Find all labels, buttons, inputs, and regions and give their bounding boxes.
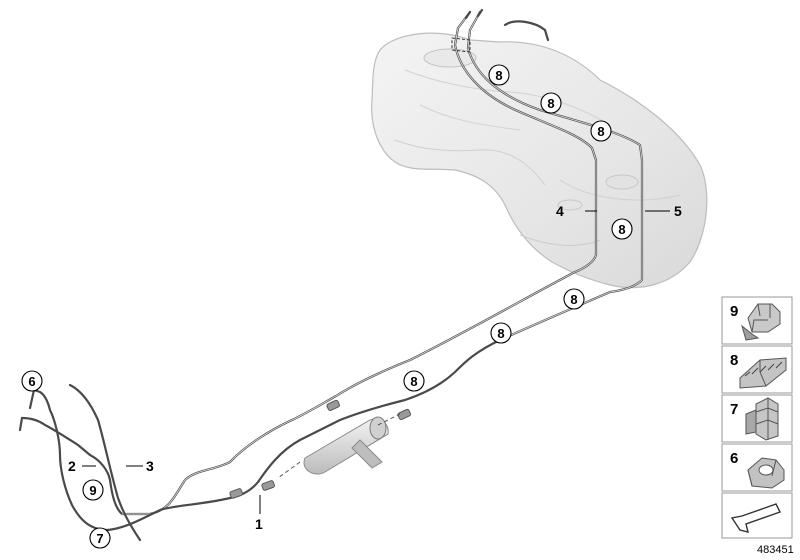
clip-marker-8: 8 (403, 370, 425, 392)
callout-1: 1 (255, 516, 263, 532)
legend-item-9[interactable]: 9 (721, 296, 793, 345)
svg-text:8: 8 (497, 326, 504, 341)
legend-arrow-box (721, 492, 793, 539)
clip-marker-9: 9 (82, 479, 104, 501)
svg-text:8: 8 (618, 222, 625, 237)
fuel-pipes (18, 8, 644, 542)
fuel-filter (277, 413, 401, 479)
svg-text:9: 9 (89, 483, 96, 498)
svg-text:9: 9 (730, 303, 738, 320)
callout-5: 5 (674, 203, 682, 219)
clip-marker-8: 8 (490, 322, 512, 344)
legend-item-8[interactable]: 8 (721, 345, 793, 394)
svg-text:8: 8 (410, 374, 417, 389)
svg-text:8: 8 (547, 96, 554, 111)
part-callouts: 4 5 2 3 1 (68, 203, 682, 532)
svg-text:7: 7 (96, 531, 103, 546)
svg-text:6: 6 (28, 374, 35, 389)
fuel-tank (371, 32, 708, 289)
svg-text:8: 8 (730, 352, 738, 369)
clip-marker-8: 8 (590, 120, 612, 142)
clip-markers: 8 8 8 8 8 8 8 6 9 7 (21, 64, 633, 549)
clip-marker-7: 7 (89, 527, 111, 549)
legend-item-6[interactable]: 6 (721, 443, 793, 492)
callout-2: 2 (68, 458, 76, 474)
clip-marker-8: 8 (540, 92, 562, 114)
clip-marker-8: 8 (563, 288, 585, 310)
pipe-connectors (229, 37, 471, 499)
svg-text:8: 8 (495, 68, 502, 83)
svg-text:6: 6 (730, 450, 738, 467)
callout-3: 3 (146, 458, 154, 474)
callout-4: 4 (556, 203, 564, 219)
clip-legend: 9 8 7 6 (721, 296, 793, 539)
clip-marker-8: 8 (488, 64, 510, 86)
clip-marker-6: 6 (21, 370, 43, 392)
svg-text:7: 7 (730, 401, 738, 418)
svg-text:8: 8 (597, 124, 604, 139)
reference-number: 483451 (757, 544, 794, 556)
legend-item-7[interactable]: 7 (721, 394, 793, 443)
arrow-icon (730, 503, 781, 533)
clip-marker-8: 8 (611, 218, 633, 240)
svg-text:8: 8 (570, 292, 577, 307)
